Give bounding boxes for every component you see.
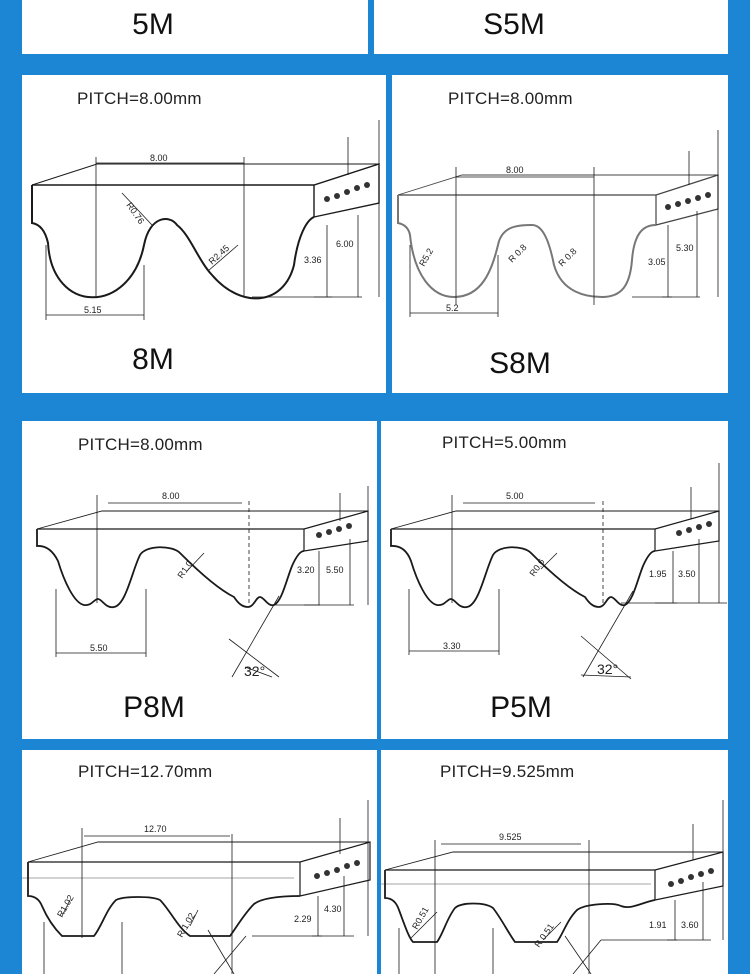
dim-angle: 32° (244, 663, 265, 679)
dim-width: 5.2 (446, 303, 459, 313)
pitch-label: PITCH=8.00mm (448, 89, 573, 108)
belt-profile-p5m: 5.00 R0.6 1.95 3.50 3.30 32° (390, 463, 727, 680)
dim-radius: R0.6 (527, 557, 546, 578)
panel-8m: PITCH=8.00mm 8.0 (22, 75, 386, 393)
dim-pitch: 8.00 (150, 153, 168, 163)
dim-pitch: 8.00 (162, 491, 180, 501)
dim-pitch: 9.525 (499, 832, 522, 842)
dim-height-tooth: 1.95 (649, 569, 667, 579)
dim-radius: R1.0 (175, 559, 194, 580)
dim-height-tooth: 3.36 (304, 255, 322, 265)
profile-name: S5M (483, 8, 545, 41)
dim-height-total: 3.60 (681, 920, 699, 930)
panel-5m: 5M (22, 0, 368, 54)
dim-width: 5.50 (90, 643, 108, 653)
dim-angle: 32° (597, 661, 618, 677)
pitch-label: PITCH=12.70mm (78, 762, 213, 781)
profile-name: P8M (123, 691, 185, 724)
dim-radius-a: R5.2 (417, 247, 435, 268)
dim-pitch: 5.00 (506, 491, 524, 501)
dim-radius-bottom: R2.45 (207, 243, 232, 267)
profile-name: S8M (489, 347, 551, 380)
dim-radius-a: R1.02 (55, 893, 76, 919)
belt-profile-pitch-12-70: 12.70 R1.02 R 1.02 2.29 4.30 (22, 800, 371, 974)
dim-radius-c: R 0.8 (556, 246, 578, 268)
pitch-label: PITCH=9.525mm (440, 762, 575, 781)
profile-name: P5M (490, 691, 552, 724)
dim-radius-b: R 0.51 (532, 922, 555, 949)
dim-width: 3.30 (443, 641, 461, 651)
panel-pitch-9-525: PITCH=9.525mm 9. (381, 750, 728, 974)
dim-height-tooth: 2.29 (294, 914, 312, 924)
belt-profile-s8m: 8.00 R5.2 R 0.8 R 0.8 3.05 5.30 5.2 (397, 130, 719, 317)
panel-pitch-12-70: PITCH=12.70mm 12 (22, 750, 377, 974)
dim-height-total: 3.50 (678, 569, 696, 579)
dim-radius-top: R0.76 (124, 200, 146, 225)
belt-profile-8m: 8.00 R0.76 R2.45 3.36 6.00 5.15 (31, 120, 380, 320)
belt-profile-pitch-9-525: 9.525 R0.51 R 0.51 1.91 3.60 (381, 800, 724, 974)
dim-height-total: 4.30 (324, 904, 342, 914)
dim-pitch: 12.70 (144, 824, 167, 834)
dim-height-tooth: 3.20 (297, 565, 315, 575)
pitch-label: PITCH=8.00mm (78, 435, 203, 454)
dim-radius-b: R 0.8 (506, 242, 528, 264)
dim-height-total: 5.50 (326, 565, 344, 575)
dim-height-tooth: 3.05 (648, 257, 666, 267)
panel-p5m: PITCH=5.00mm 5.0 (381, 421, 728, 739)
dim-pitch: 8.00 (506, 165, 524, 175)
belt-profile-p8m: 8.00 R1.0 3.20 5.50 5.50 32° (36, 486, 369, 679)
pitch-label: PITCH=5.00mm (442, 433, 567, 452)
dim-height-total: 5.30 (676, 243, 694, 253)
profile-name: 8M (132, 343, 174, 376)
dim-radius-a: R0.51 (410, 905, 431, 931)
panel-s5m: S5M (374, 0, 728, 54)
dim-height-total: 6.00 (336, 239, 354, 249)
dim-width: 5.15 (84, 305, 102, 315)
profile-name: 5M (132, 8, 174, 41)
panel-s8m: PITCH=8.00mm 8.00 R5.2 R 0.8 R 0 (392, 75, 728, 393)
pitch-label: PITCH=8.00mm (77, 89, 202, 108)
dim-height-tooth: 1.91 (649, 920, 667, 930)
panel-p8m: PITCH=8.00mm 8.0 (22, 421, 377, 739)
